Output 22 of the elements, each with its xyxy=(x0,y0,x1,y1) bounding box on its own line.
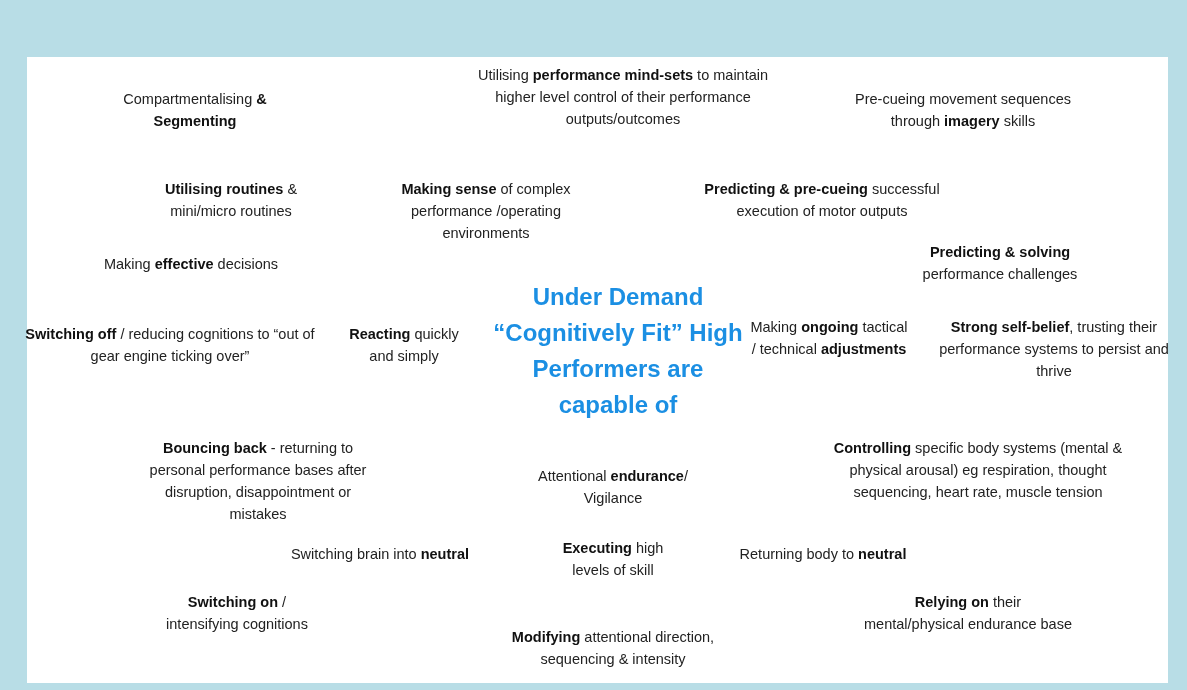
central-heading: Under Demand “Cognitively Fit” High Performers are capable of xyxy=(492,282,744,420)
capability-text: Relying on their mental/physical endurance base xyxy=(863,593,1073,634)
capability-text: Making ongoing tactical / technical adjustments xyxy=(749,318,909,359)
capability-text: Utilising performance mind-sets to maintain higher level control of their performance outputs/outcomes xyxy=(476,66,770,129)
capability-text: Switching on / intensifying cognitions xyxy=(165,593,309,634)
capability-text: Strong self-belief, trusting their performance systems to persist and thrive xyxy=(939,318,1169,381)
capability-text: Reacting quickly and simply xyxy=(348,325,460,366)
capability-text: Returning body to neutral xyxy=(738,545,908,564)
capability-text: Predicting & pre-cueing successful execution of motor outputs xyxy=(703,180,941,221)
capability-text: Switching brain into neutral xyxy=(289,545,471,564)
capability-text: Attentional endurance/ Vigilance xyxy=(537,467,689,508)
capability-text: Utilising routines & mini/micro routines xyxy=(163,180,299,221)
capability-text: Predicting & solving performance challenges xyxy=(921,243,1079,284)
capability-text: Controlling specific body systems (mental & physical arousal) eg respiration, thought sequencing, heart rate, muscle tension xyxy=(833,439,1123,502)
capability-text: Making sense of complex performance /operating environments xyxy=(400,180,572,243)
capability-text: Compartmentalising & Segmenting xyxy=(122,90,268,131)
capability-text: Executing high levels of skill xyxy=(561,539,665,580)
capability-text: Making effective decisions xyxy=(102,255,280,274)
capability-text: Modifying attentional direction, sequencing & intensity xyxy=(510,628,716,669)
capability-text: Pre-cueing movement sequences through imagery skills xyxy=(854,90,1072,131)
capability-text: Bouncing back - returning to personal performance bases after disruption, disappointment or mistakes xyxy=(148,439,368,524)
capability-text: Switching off / reducing cognitions to “out of gear engine ticking over” xyxy=(25,325,315,366)
